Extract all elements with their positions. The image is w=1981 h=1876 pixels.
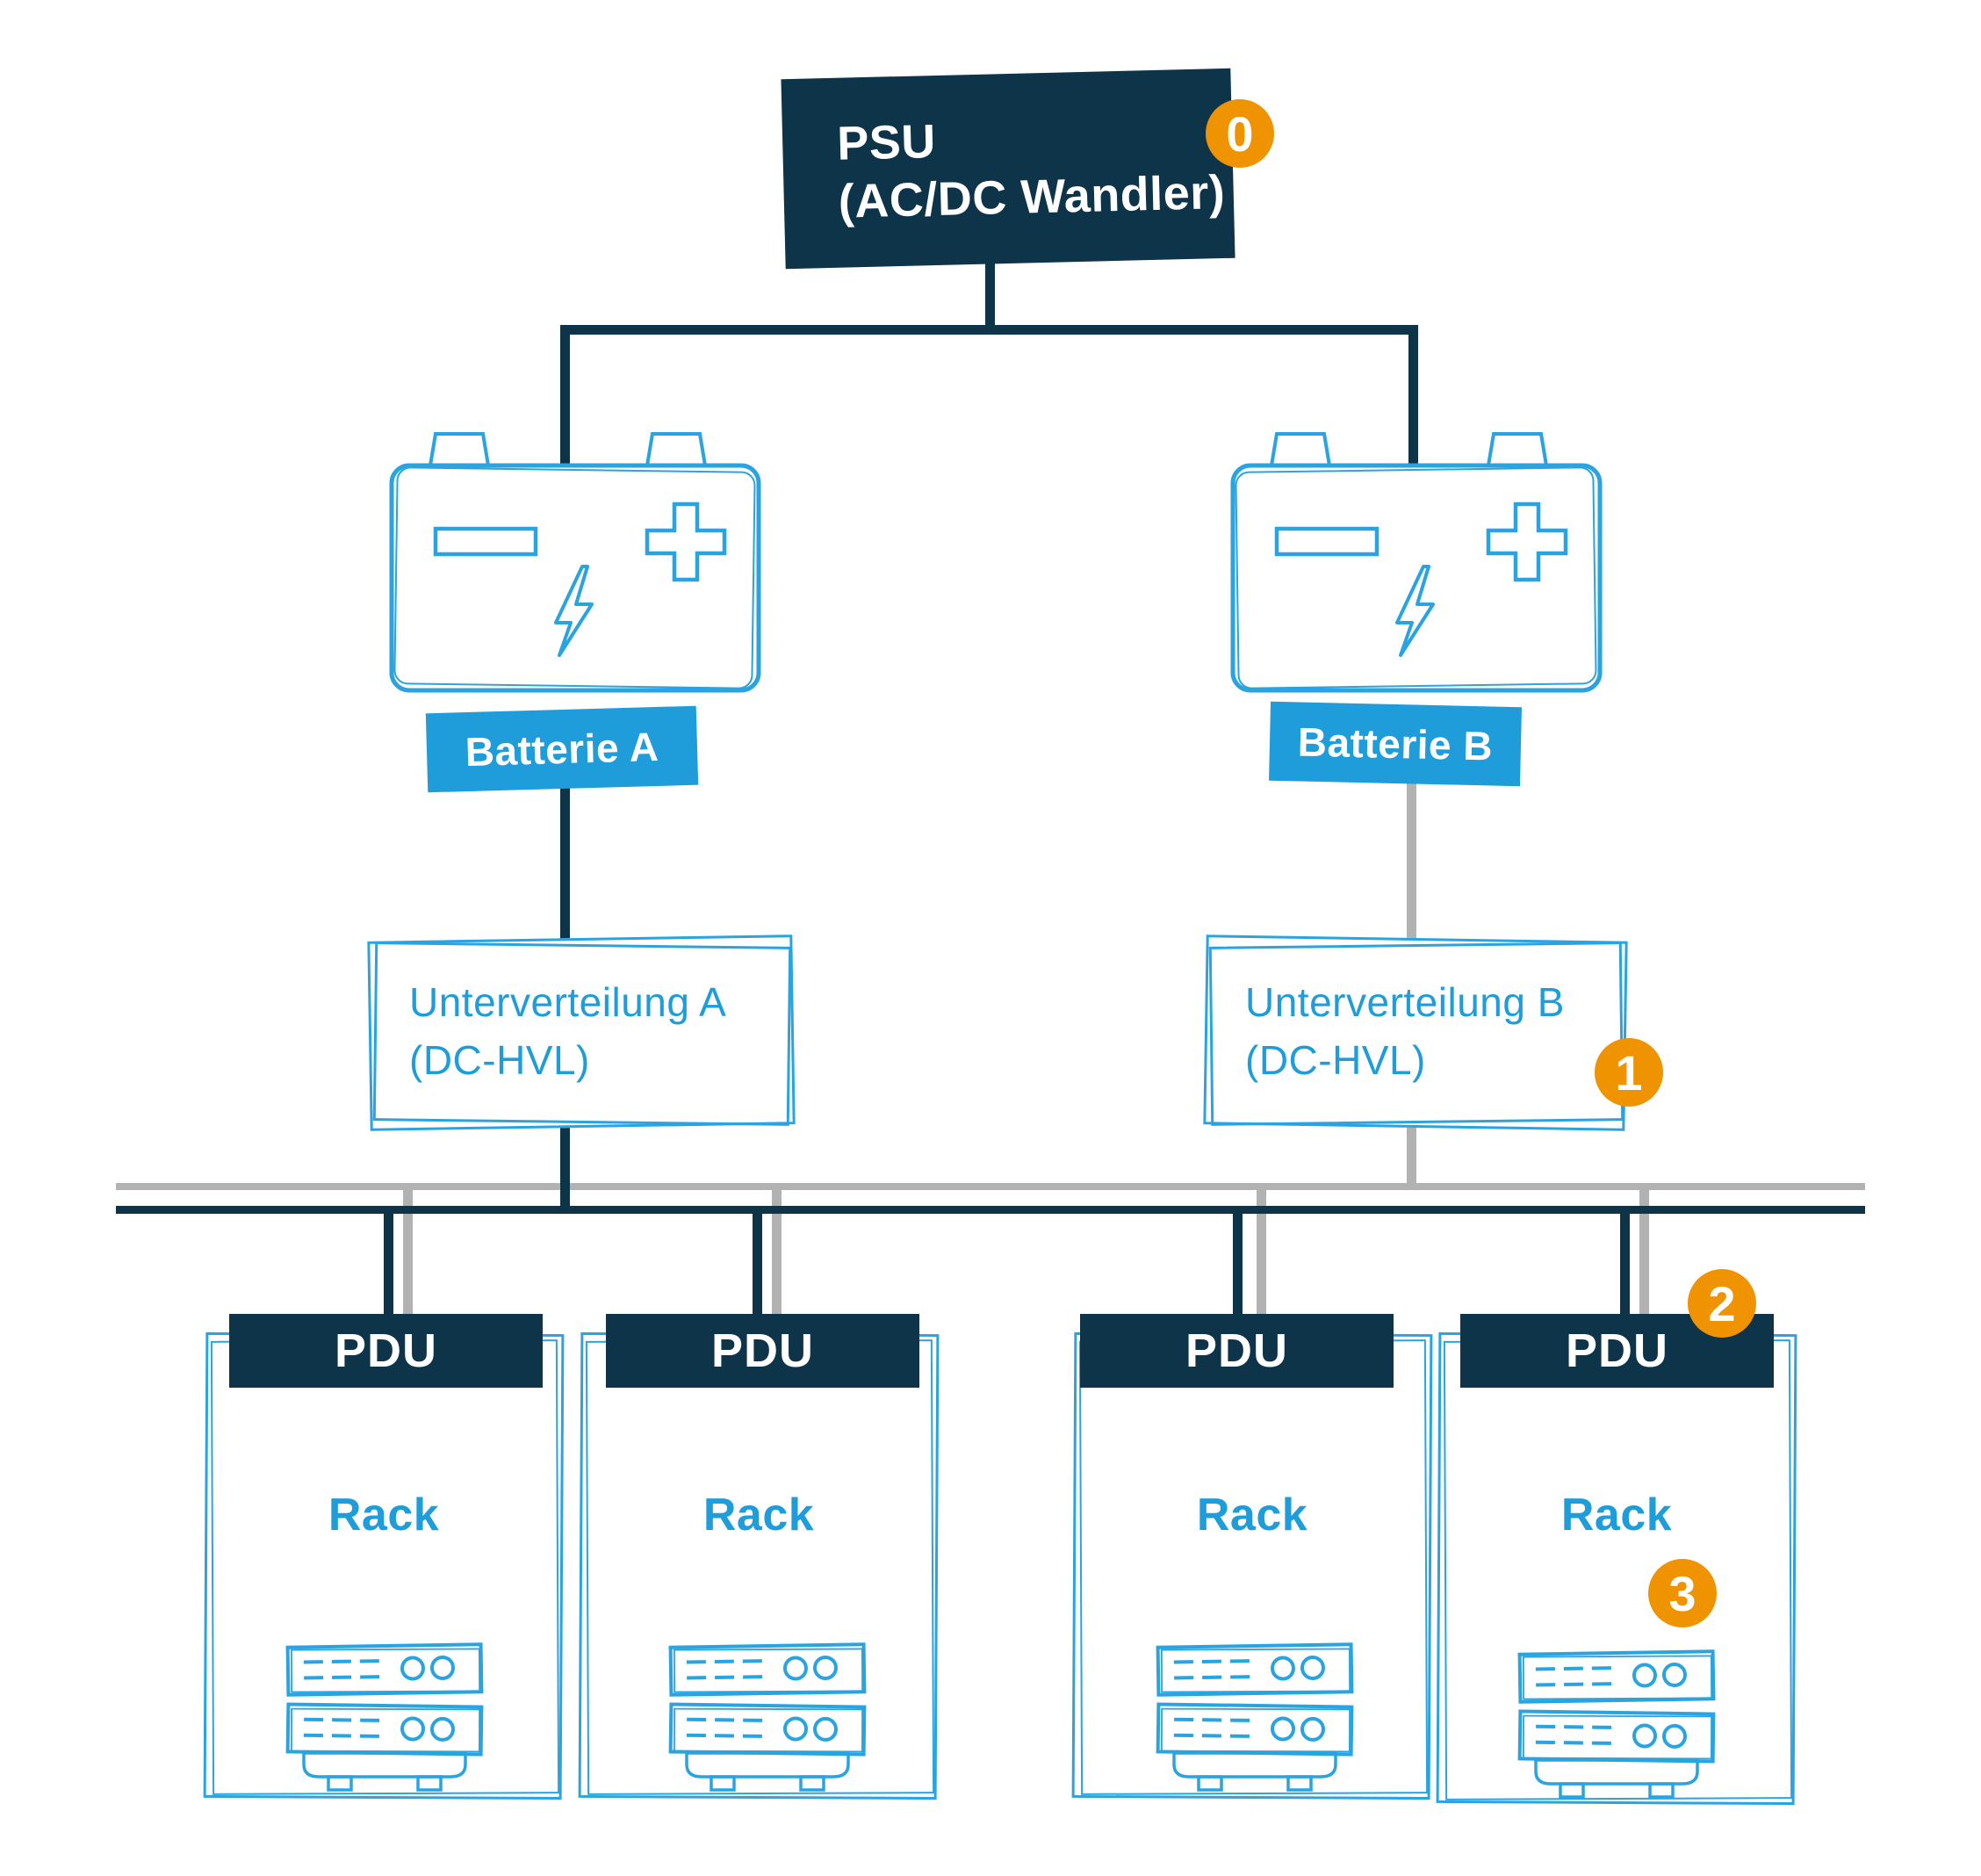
pdu1-gray-drop-line <box>403 1186 413 1314</box>
battery-b-icon <box>1230 432 1603 693</box>
server-stack-icon <box>1156 1642 1354 1792</box>
pdu-2-header: PDU <box>606 1314 919 1388</box>
battery-terminal-icon <box>1269 432 1332 467</box>
battery-terminal-icon <box>428 432 491 467</box>
psu-branch-line <box>560 325 1418 335</box>
pdu-3-header: PDU <box>1080 1314 1394 1388</box>
psu-title: PSU <box>836 115 937 170</box>
badge-1-number: 1 <box>1615 1044 1643 1100</box>
pdu4-navy-drop-line <box>1620 1209 1630 1314</box>
badge-0-number: 0 <box>1226 105 1254 162</box>
pdu-4-label: PDU <box>1565 1324 1668 1377</box>
subdist-a-bus-line <box>560 1121 570 1212</box>
pdu-3-label: PDU <box>1185 1324 1288 1377</box>
battery-body-sketch <box>1235 466 1597 689</box>
subdistribution-a-line2: (DC-HVL) <box>409 1037 590 1083</box>
battery-terminal-icon <box>645 432 708 467</box>
badge-2: 2 <box>1688 1269 1756 1338</box>
server-stack-icon <box>668 1642 867 1792</box>
pdu4-gray-drop-line <box>1639 1186 1649 1314</box>
rack-1-label-text: Rack <box>328 1490 440 1540</box>
bus-b-gray <box>116 1183 1865 1190</box>
battery-b-label: Batterie B <box>1269 701 1522 787</box>
rack-1-label: Rack <box>205 1486 563 1544</box>
psu-box: PSU (AC/DC Wandler) <box>781 68 1235 270</box>
battery-minus-icon <box>433 526 538 557</box>
pdu3-navy-drop-line <box>1233 1209 1243 1314</box>
server-stack-icon <box>285 1642 484 1792</box>
battery-b-label-text: Batterie B <box>1297 718 1494 769</box>
battery-bolt-icon <box>554 565 594 657</box>
badge-2-number: 2 <box>1708 1275 1736 1331</box>
battery-bolt-icon <box>1395 565 1435 657</box>
battery-terminal-icon <box>1486 432 1549 467</box>
psu-stem-line <box>985 258 995 330</box>
psu-subtitle: (AC/DC Wandler) <box>838 165 1226 228</box>
battery-minus-icon <box>1274 526 1379 557</box>
pdu3-gray-drop-line <box>1257 1186 1266 1314</box>
pdu-1-header: PDU <box>229 1314 543 1388</box>
server-stack-icon <box>1517 1649 1716 1799</box>
battery-a-feed-line <box>560 325 570 471</box>
battery-body-sketch <box>393 466 756 689</box>
bus-a-navy <box>116 1206 1865 1214</box>
battery-b-drop-line <box>1407 782 1416 949</box>
battery-a-icon <box>389 432 761 693</box>
subdistribution-a-box: Unterverteilung A (DC-HVL) <box>367 934 796 1131</box>
battery-plus-icon <box>645 501 727 582</box>
subdist-b-bus-line <box>1407 1124 1416 1189</box>
battery-b-feed-line <box>1408 325 1418 471</box>
rack-2-label-text: Rack <box>702 1490 815 1540</box>
pdu1-navy-drop-line <box>384 1209 393 1314</box>
pdu-2-label: PDU <box>710 1324 814 1377</box>
rack-3-label: Rack <box>1073 1486 1431 1544</box>
battery-plus-icon <box>1486 501 1568 582</box>
subdistribution-b-line1: Unterverteilung B <box>1245 979 1565 1025</box>
badge-1: 1 <box>1595 1038 1663 1107</box>
rack-4-label: Rack <box>1437 1486 1796 1544</box>
rack-4-label-text: Rack <box>1560 1490 1673 1540</box>
rack-2-label: Rack <box>580 1486 938 1544</box>
rack-3-label-text: Rack <box>1196 1490 1308 1540</box>
pdu-1-label: PDU <box>334 1324 437 1377</box>
battery-a-label-text: Batterie A <box>465 723 659 776</box>
badge-0: 0 <box>1206 99 1274 168</box>
battery-a-label: Batterie A <box>425 705 699 793</box>
badge-3-number: 3 <box>1668 1565 1696 1621</box>
pdu2-navy-drop-line <box>753 1209 762 1314</box>
subdistribution-a-line1: Unterverteilung A <box>409 979 727 1025</box>
subdistribution-b-line2: (DC-HVL) <box>1245 1037 1426 1083</box>
badge-3: 3 <box>1648 1559 1717 1627</box>
battery-a-drop-line <box>560 783 570 949</box>
subdistribution-b-box: Unterverteilung B (DC-HVL) <box>1203 934 1628 1131</box>
pdu2-gray-drop-line <box>772 1186 782 1314</box>
